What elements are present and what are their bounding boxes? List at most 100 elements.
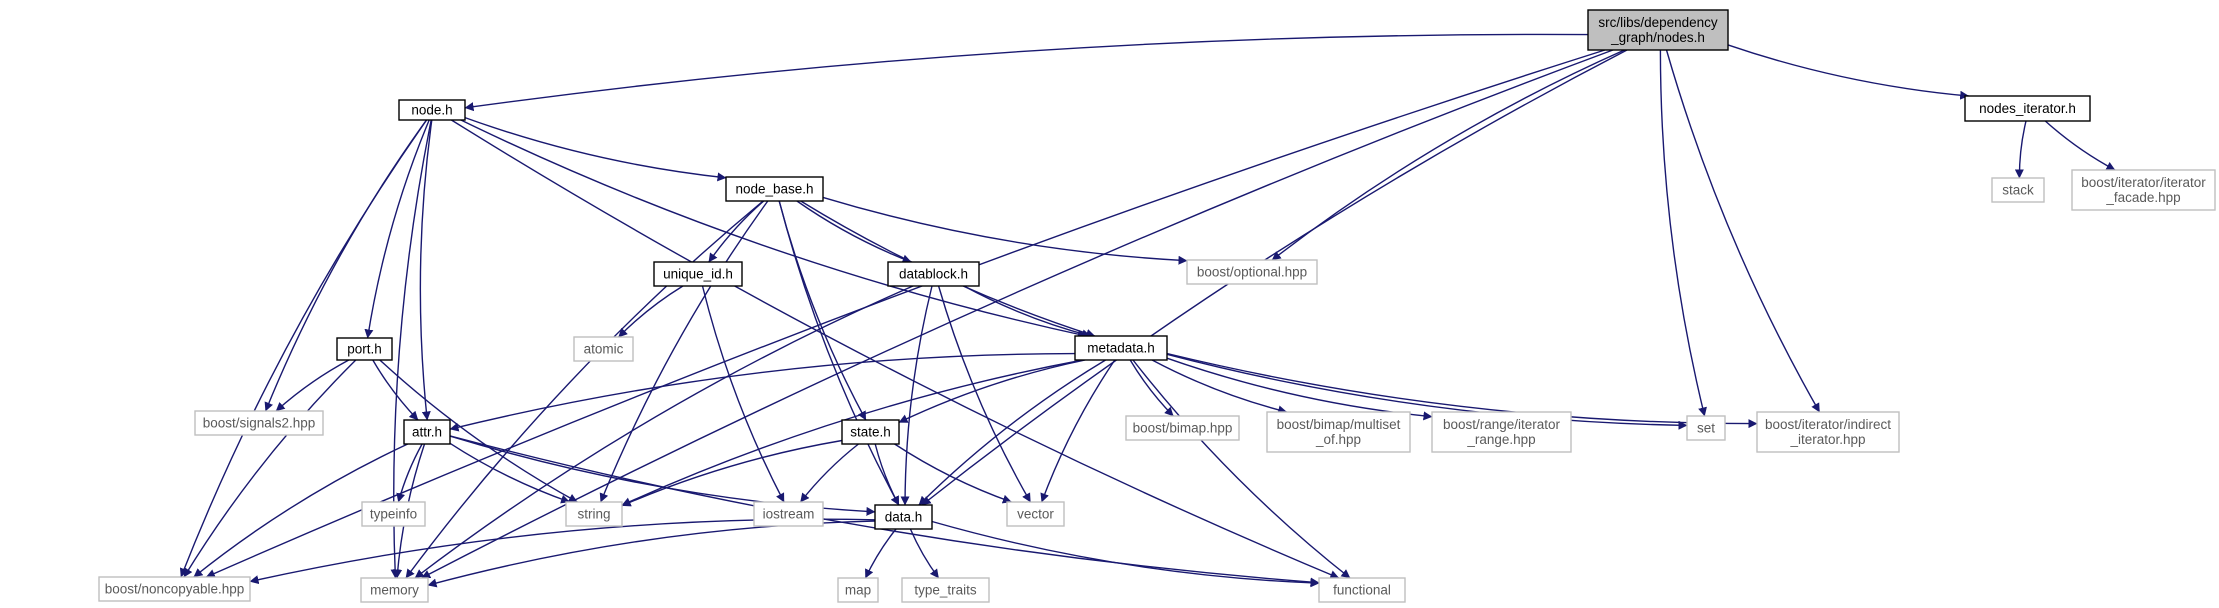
- node-box-boost_noncopyable: [98, 576, 251, 602]
- node-box-nodes_iterator_h: [1964, 95, 2091, 122]
- edge-node_base_h-to-boost_optional: [822, 196, 1188, 265]
- edge-datablock_h-to-vector: [937, 285, 1032, 503]
- node-box-boost_signals2: [194, 410, 324, 436]
- node-box-typeinfo: [361, 501, 426, 527]
- node-box-boost_optional: [1186, 259, 1318, 285]
- node-label-boost_bimap_multiset-line-1: _of.hpp: [1315, 432, 1361, 447]
- node-port_h[interactable]: port.h: [336, 337, 393, 361]
- node-label-boost_iterator_facade-line-0: boost/iterator/iterator: [2081, 175, 2206, 190]
- node-atomic: atomic: [573, 336, 634, 362]
- node-box-datablock_h: [887, 261, 980, 287]
- node-boost_optional: boost/optional.hpp: [1186, 259, 1318, 285]
- nodes-layer: src/libs/dependency_graph/nodes.h node.h n…: [98, 9, 2216, 603]
- node-boost_noncopyable: boost/noncopyable.hpp: [98, 576, 251, 602]
- edge-metadata_h-to-string: [621, 359, 1084, 506]
- node-label-iostream-line-0: iostream: [763, 507, 815, 522]
- edge-datablock_h-to-memory: [414, 285, 914, 579]
- edge-node_base_h-to-memory: [405, 200, 764, 579]
- node-label-node_base_h-line-0: node_base.h: [735, 182, 813, 197]
- edge-root-to-memory: [421, 49, 1614, 579]
- node-label-boost_noncopyable-line-0: boost/noncopyable.hpp: [105, 582, 245, 597]
- node-string: string: [565, 501, 623, 527]
- node-label-typeinfo-line-0: typeinfo: [370, 507, 417, 522]
- node-label-boost_range_iterator-line-1: _range.hpp: [1466, 432, 1535, 447]
- node-label-metadata_h-line-0: metadata.h: [1087, 341, 1155, 356]
- edge-port_h-to-attr_h: [372, 359, 419, 421]
- node-metadata_h[interactable]: metadata.h: [1074, 335, 1168, 361]
- node-nodes_iterator_h[interactable]: nodes_iterator.h: [1964, 95, 2091, 122]
- node-boost_range_iterator: boost/range/iterator_range.hpp: [1431, 411, 1572, 453]
- node-datablock_h[interactable]: datablock.h: [887, 261, 980, 287]
- node-label-root-line-0: src/libs/dependency: [1598, 15, 1718, 30]
- edge-state_h-to-iostream: [799, 443, 859, 503]
- edge-data_h-to-memory: [427, 520, 876, 588]
- edge-node_base_h-to-unique_id_h: [708, 200, 765, 263]
- edge-attr_h-to-string: [449, 442, 571, 504]
- node-box-root: [1587, 9, 1729, 51]
- node-boost_indirect_iterator: boost/iterator/indirect_iterator.hpp: [1756, 411, 1900, 453]
- edge-metadata_h-to-state_h: [898, 359, 1086, 424]
- node-box-metadata_h: [1074, 335, 1168, 361]
- node-box-boost_bimap_multiset: [1266, 411, 1411, 453]
- node-node_base_h[interactable]: node_base.h: [725, 176, 824, 202]
- edges-layer: [179, 33, 2116, 588]
- edge-nodes_iterator_h-to-boost_iterator_facade: [2044, 120, 2116, 171]
- edge-data_h-to-functional: [931, 520, 1320, 588]
- node-box-node_h: [398, 99, 466, 121]
- node-node_h[interactable]: node.h: [398, 99, 466, 121]
- edge-node_h-to-attr_h: [419, 119, 433, 421]
- node-vector: vector: [1006, 501, 1065, 527]
- node-root[interactable]: src/libs/dependency_graph/nodes.h: [1587, 9, 1729, 51]
- edge-metadata_h-to-boost_indirect_iterator: [1166, 352, 1758, 429]
- node-label-vector-line-0: vector: [1017, 507, 1054, 522]
- edge-datablock_h-to-metadata_h: [963, 285, 1092, 339]
- edge-state_h-to-vector: [894, 443, 1012, 504]
- node-typeinfo: typeinfo: [361, 501, 426, 527]
- node-label-stack-line-0: stack: [2002, 183, 2034, 198]
- node-label-boost_bimap-line-0: boost/bimap.hpp: [1133, 421, 1233, 436]
- node-boost_bimap_multiset: boost/bimap/multiset_of.hpp: [1266, 411, 1411, 453]
- edge-state_h-to-data_h: [874, 443, 900, 506]
- edge-attr_h-to-typeinfo: [396, 443, 423, 503]
- edge-data_h-to-map: [864, 528, 897, 579]
- node-boost_iterator_facade: boost/iterator/iterator_facade.hpp: [2071, 169, 2216, 211]
- edge-metadata_h-to-boost_range_iterator: [1166, 357, 1433, 421]
- node-unique_id_h[interactable]: unique_id.h: [653, 261, 743, 287]
- node-box-memory: [360, 577, 429, 603]
- node-label-data_h-line-0: data.h: [885, 510, 923, 525]
- edge-metadata_h-to-vector: [1040, 359, 1116, 503]
- node-label-root-line-1: _graph/nodes.h: [1610, 30, 1705, 45]
- node-label-port_h-line-0: port.h: [347, 342, 382, 357]
- edge-nodes_iterator_h-to-stack: [2014, 120, 2027, 179]
- edge-node_h-to-boost_signals2: [264, 119, 428, 412]
- node-box-state_h: [841, 419, 900, 445]
- edge-port_h-to-string: [379, 359, 578, 503]
- node-box-iostream: [753, 501, 824, 527]
- node-map: map: [837, 577, 879, 603]
- node-boost_signals2: boost/signals2.hpp: [194, 410, 324, 436]
- node-state_h[interactable]: state.h: [841, 419, 900, 445]
- node-label-memory-line-0: memory: [370, 583, 419, 598]
- node-attr_h[interactable]: attr.h: [403, 419, 451, 445]
- node-type_traits: type_traits: [901, 577, 990, 603]
- node-label-state_h-line-0: state.h: [850, 425, 891, 440]
- node-box-boost_bimap: [1125, 415, 1240, 441]
- node-box-boost_range_iterator: [1431, 411, 1572, 453]
- edge-metadata_h-to-boost_bimap_multiset: [1151, 359, 1288, 415]
- node-label-boost_indirect_iterator-line-0: boost/iterator/indirect: [1765, 417, 1891, 432]
- edge-data_h-to-boost_noncopyable: [249, 518, 876, 585]
- node-box-boost_iterator_facade: [2071, 169, 2216, 211]
- node-data_h[interactable]: data.h: [874, 504, 933, 530]
- node-box-atomic: [573, 336, 634, 362]
- edge-metadata_h-to-functional: [1132, 359, 1351, 579]
- node-label-boost_optional-line-0: boost/optional.hpp: [1197, 265, 1307, 280]
- node-box-set: [1686, 415, 1726, 441]
- edge-attr_h-to-data_h: [449, 435, 876, 516]
- node-box-type_traits: [901, 577, 990, 603]
- node-label-map-line-0: map: [845, 583, 871, 598]
- node-label-string-line-0: string: [577, 507, 610, 522]
- edge-metadata_h-to-data_h: [918, 359, 1106, 506]
- node-label-boost_range_iterator-line-0: boost/range/iterator: [1443, 417, 1561, 432]
- node-label-nodes_iterator_h-line-0: nodes_iterator.h: [1979, 101, 2076, 116]
- node-label-set-line-0: set: [1697, 421, 1715, 436]
